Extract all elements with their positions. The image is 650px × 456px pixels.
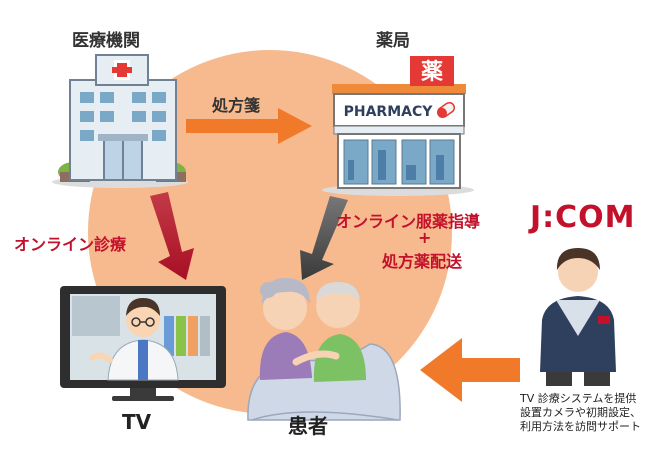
jcom-note: TV 診療システムを提供 設置カメラや初期設定、 利用方法を訪問サポート — [520, 392, 641, 434]
medicine-delivery-label: 処方薬配送 — [382, 252, 463, 271]
pharmacy-badge-box — [410, 56, 454, 86]
jcom-note-line-2: 設置カメラや初期設定、 — [520, 406, 641, 419]
tv-screen — [60, 286, 226, 401]
pharmacy-sign-text: PHARMACY — [344, 104, 434, 120]
online-consult-label: オンライン診療 — [14, 235, 127, 254]
tv-label: TV — [122, 410, 152, 434]
arrow-online-medication — [300, 196, 348, 280]
jcom-note-line-1: TV 診療システムを提供 — [520, 392, 637, 405]
prescription-label: 処方箋 — [212, 96, 261, 115]
plus-label: + — [418, 228, 432, 247]
pharmacy-label: 薬局 — [376, 31, 410, 51]
pharmacy-building — [322, 56, 474, 196]
jcom-staff — [540, 248, 616, 386]
online-medication-label: オンライン服薬指導 — [336, 212, 481, 231]
arrow-online-consult — [150, 192, 194, 280]
jcom-note-line-3: 利用方法を訪問サポート — [520, 420, 641, 433]
patient-label: 患者 — [288, 414, 328, 438]
arrow-jcom-support — [420, 338, 520, 402]
jcom-logo: J:COM — [530, 200, 636, 235]
hospital-label: 医療機関 — [72, 31, 140, 51]
hospital-building — [52, 54, 188, 188]
patient-couple — [247, 278, 401, 421]
pharmacy-badge: 薬 — [421, 60, 443, 85]
arrow-prescription — [186, 108, 312, 144]
